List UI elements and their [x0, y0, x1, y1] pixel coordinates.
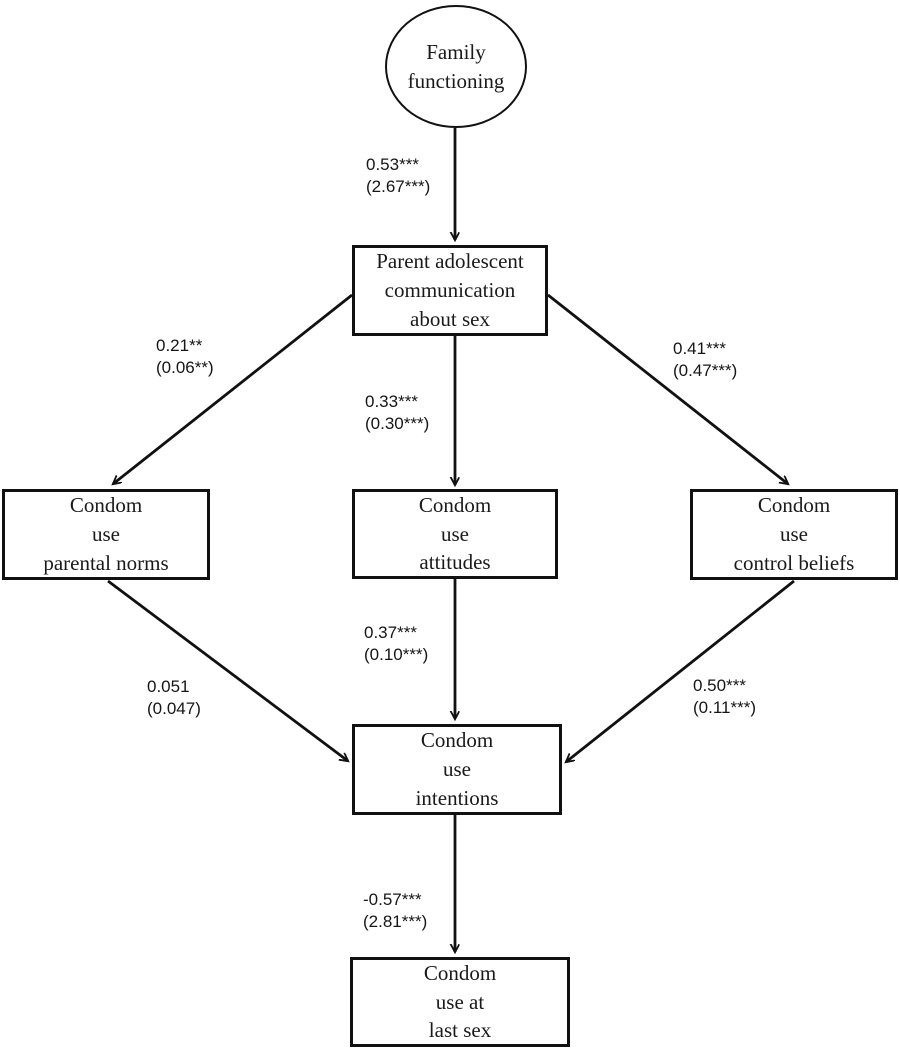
edge-label-communication-to-attitudes: 0.33*** (0.30***): [365, 392, 430, 434]
edge-label-intentions-to-last-sex: -0.57*** (2.81***): [363, 890, 428, 932]
node-parent-adolescent-communication: Parent adolescent communication about se…: [352, 245, 548, 336]
edge-label-parental-norms-to-intentions: 0.051 (0.047): [147, 677, 201, 719]
edge-label-family-to-communication: 0.53*** (2.67***): [366, 155, 431, 197]
edge-label-attitudes-to-intentions: 0.37*** (0.10***): [364, 623, 429, 665]
node-condom-use-at-last-sex: Condom use at last sex: [350, 957, 570, 1047]
arrow-control-beliefs-to-intentions: [566, 579, 795, 762]
edge-label-communication-to-control-beliefs: 0.41*** (0.47***): [673, 339, 738, 381]
node-condom-use-intentions: Condom use intentions: [352, 724, 562, 815]
arrow-parental-norms-to-intentions: [107, 579, 348, 761]
edge-label-communication-to-parental-norms: 0.21** (0.06**): [156, 336, 214, 378]
edge-label-control-beliefs-to-intentions: 0.50*** (0.11***): [693, 676, 756, 718]
node-condom-use-parental-norms: Condom use parental norms: [2, 489, 210, 580]
arrow-communication-to-control-beliefs: [547, 293, 788, 484]
node-family-functioning: Family functioning: [385, 5, 527, 128]
node-condom-use-attitudes: Condom use attitudes: [352, 489, 558, 579]
arrow-communication-to-parental-norms: [113, 293, 353, 484]
node-condom-use-control-beliefs: Condom use control beliefs: [690, 489, 898, 580]
